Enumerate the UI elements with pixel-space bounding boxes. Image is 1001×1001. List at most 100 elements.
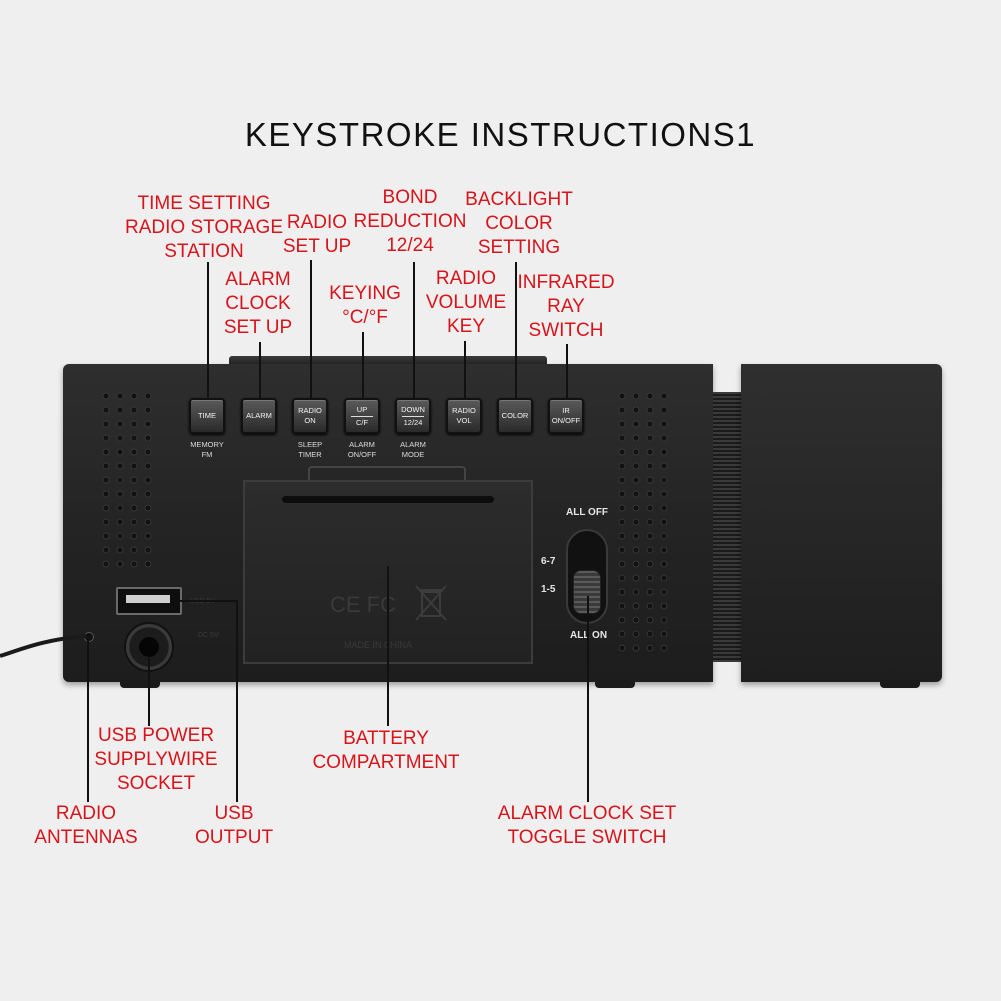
grille-hole (660, 448, 668, 456)
up-cf-button[interactable]: UP C/F (344, 398, 380, 434)
grille-hole (632, 518, 640, 526)
grille-hole (646, 546, 654, 554)
grille-hole (660, 644, 668, 652)
grille-hole (102, 448, 110, 456)
grille-hole (102, 518, 110, 526)
grille-hole (618, 434, 626, 442)
switch-label-6-7: 6-7 (541, 556, 556, 567)
grille-hole (618, 644, 626, 652)
callout-usb-output: USB OUTPUT (194, 803, 274, 848)
grille-hole (646, 490, 654, 498)
battery-cover-tab[interactable] (308, 466, 466, 484)
alarm-button[interactable]: ALARM (241, 398, 277, 434)
callout-radio-set-up: RADIO SET UP (282, 212, 352, 257)
grille-hole (660, 476, 668, 484)
time-button[interactable]: TIME (189, 398, 225, 434)
grille-hole (144, 462, 152, 470)
switch-label-1-5: 1-5 (541, 584, 556, 595)
grille-hole (116, 560, 124, 568)
grille-hole (646, 434, 654, 442)
grille-hole (632, 532, 640, 540)
grille-hole (632, 630, 640, 638)
grille-hole (660, 546, 668, 554)
grille-hole (660, 504, 668, 512)
callout-radio-volume-key: RADIO VOLUME KEY (425, 268, 507, 337)
grille-hole (130, 560, 138, 568)
grille-hole (632, 644, 640, 652)
leader-battery (387, 566, 389, 726)
grille-hole (116, 448, 124, 456)
grille-hole (660, 392, 668, 400)
grille-hole (102, 532, 110, 540)
crossed-bin-icon (414, 584, 448, 627)
projector-panel (741, 364, 942, 682)
grille-hole (130, 518, 138, 526)
speaker-grille-left (100, 390, 162, 568)
grille-hole (618, 504, 626, 512)
usb-output-port[interactable] (116, 587, 182, 615)
grille-hole (144, 406, 152, 414)
leader-usb-power (148, 658, 150, 726)
grille-hole (632, 546, 640, 554)
grille-hole (660, 490, 668, 498)
switch-label-all-off: ALL OFF (566, 507, 609, 518)
grille-hole (116, 504, 124, 512)
grille-hole (116, 490, 124, 498)
grille-hole (646, 448, 654, 456)
grille-hole (144, 448, 152, 456)
leader-toggle (587, 596, 589, 802)
grille-hole (646, 616, 654, 624)
grille-hole (144, 392, 152, 400)
grille-hole (102, 392, 110, 400)
grille-hole (130, 476, 138, 484)
grille-hole (144, 504, 152, 512)
grille-hole (102, 560, 110, 568)
grille-hole (144, 532, 152, 540)
grille-hole (660, 602, 668, 610)
grille-hole (144, 518, 152, 526)
callout-backlight-color: BACKLIGHT COLOR SETTING (465, 189, 573, 258)
grille-hole (618, 490, 626, 498)
grille-hole (102, 490, 110, 498)
grille-hole (618, 406, 626, 414)
ir-onoff-button[interactable]: IR ON/OFF (548, 398, 584, 434)
grille-hole (618, 476, 626, 484)
grille-hole (646, 420, 654, 428)
grille-hole (632, 392, 640, 400)
grille-hole (618, 546, 626, 554)
callout-bond-reduction: BOND REDUCTION 12/24 (353, 187, 467, 256)
radio-vol-button[interactable]: RADIO VOL (446, 398, 482, 434)
grille-hole (646, 518, 654, 526)
page-title: KEYSTROKE INSTRUCTIONS1 (244, 116, 757, 153)
leader-time (207, 262, 209, 398)
grille-hole (646, 462, 654, 470)
color-button[interactable]: COLOR (497, 398, 533, 434)
dc-power-socket[interactable] (124, 622, 174, 672)
leader-ir (566, 344, 568, 398)
grille-hole (116, 518, 124, 526)
leader-alarm (259, 342, 261, 398)
grille-hole (646, 504, 654, 512)
grille-hole (660, 434, 668, 442)
dc-port-label: DC 5V (198, 632, 219, 639)
grille-hole (144, 490, 152, 498)
grille-hole (660, 420, 668, 428)
speaker-grille-right (616, 390, 678, 656)
grille-hole (130, 532, 138, 540)
grille-hole (618, 560, 626, 568)
grille-hole (130, 448, 138, 456)
grille-hole (618, 420, 626, 428)
grille-hole (632, 448, 640, 456)
grille-hole (102, 476, 110, 484)
battery-cover-slot (282, 496, 494, 503)
grille-hole (130, 504, 138, 512)
grille-hole (646, 644, 654, 652)
radio-on-button[interactable]: RADIO ON (292, 398, 328, 434)
down-1224-button[interactable]: DOWN 12/24 (395, 398, 431, 434)
grille-hole (116, 546, 124, 554)
device-foot (595, 680, 635, 688)
grille-hole (618, 462, 626, 470)
grille-hole (116, 434, 124, 442)
